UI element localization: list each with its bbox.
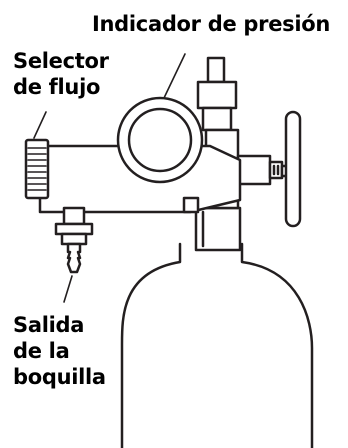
valve-post-nut: [196, 80, 238, 110]
valve-post-collar: [201, 106, 233, 132]
nozzle-fitting: [62, 206, 86, 226]
nozzle-outlet-label: Salida de la boquilla: [13, 313, 106, 389]
leader-line-nozzle: [63, 275, 73, 303]
handwheel-stem: [236, 154, 272, 186]
handwheel: [284, 110, 302, 228]
pressure-indicator-label: Indicador de presión: [92, 12, 331, 36]
leader-line-gauge: [163, 53, 186, 99]
leader-line-selector: [33, 111, 47, 139]
nozzle-barb: [66, 242, 82, 274]
flow-selector-label: Selector de flujo: [13, 49, 109, 99]
oxygen-cylinder: [120, 242, 314, 448]
valve-post-top: [206, 56, 226, 84]
pressure-gauge-dial: [127, 107, 193, 173]
